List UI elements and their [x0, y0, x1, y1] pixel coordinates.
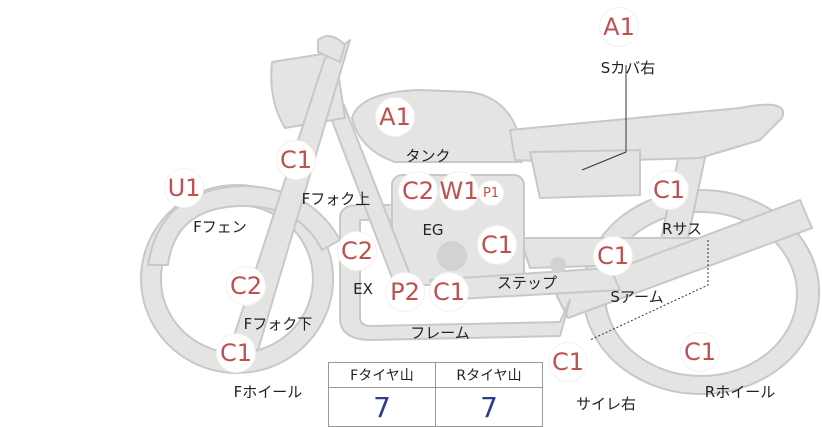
step-label: ステップ — [496, 274, 558, 292]
rear-tire-value: 7 — [435, 387, 543, 427]
engine-code-badge: C2 — [399, 172, 437, 210]
leader-line-silencer — [589, 240, 709, 341]
frame-label: フレーム — [410, 324, 470, 342]
side-cover-shape — [529, 149, 641, 199]
f-wheel-label: Fホイール — [233, 383, 303, 401]
handlebar-shape — [317, 35, 346, 63]
frame-code-badge: C1 — [430, 273, 468, 311]
f-fender-code-badge: U1 — [165, 169, 203, 207]
r-wheel-label: Rホイール — [704, 383, 776, 401]
engine-code-badge: W1 — [440, 172, 479, 210]
exhaust-code-badge: C2 — [338, 232, 376, 270]
tank-label: タンク — [405, 147, 451, 165]
tank-code-badge: A1 — [376, 98, 414, 136]
rear-tire-header: Rタイヤ山 — [435, 362, 543, 388]
f-fender-label: Fフェン — [193, 218, 247, 236]
swing-arm-label: Sアーム — [610, 288, 664, 306]
f-fork-upper-code-badge: C1 — [277, 141, 315, 179]
front-tire-header: Fタイヤ山 — [328, 362, 436, 388]
r-wheel-code-badge: C1 — [681, 333, 719, 371]
f-fork-lower-label: Fフォク下 — [243, 315, 313, 333]
engine-code-badge: P1 — [479, 181, 503, 205]
leader-line-scover — [581, 65, 627, 171]
seat-shape — [509, 103, 785, 163]
silencer-right-code-badge: C1 — [549, 343, 587, 381]
engine-label: EG — [422, 221, 444, 239]
front-tire-value: 7 — [328, 387, 436, 427]
exhaust-label: EX — [353, 280, 373, 298]
tire-tread-table: Fタイヤ山 Rタイヤ山 7 7 — [328, 362, 543, 427]
r-suspension-label: Rサス — [661, 220, 703, 238]
s-cover-right-code-badge: A1 — [600, 8, 638, 46]
r-suspension-code-badge: C1 — [650, 171, 688, 209]
f-wheel-code-badge: C1 — [217, 334, 255, 372]
step-code-badge: C1 — [478, 226, 516, 264]
f-fork-lower-code-badge: C2 — [227, 267, 265, 305]
frame-code-badge: P2 — [386, 273, 424, 311]
swing-arm-code-badge: C1 — [594, 237, 632, 275]
s-cover-right-label: Sカバ右 — [600, 59, 656, 77]
exhaust-shape — [339, 204, 571, 341]
f-fork-upper-label: Fフォク上 — [301, 190, 371, 208]
silencer-right-label: サイレ右 — [575, 395, 637, 413]
